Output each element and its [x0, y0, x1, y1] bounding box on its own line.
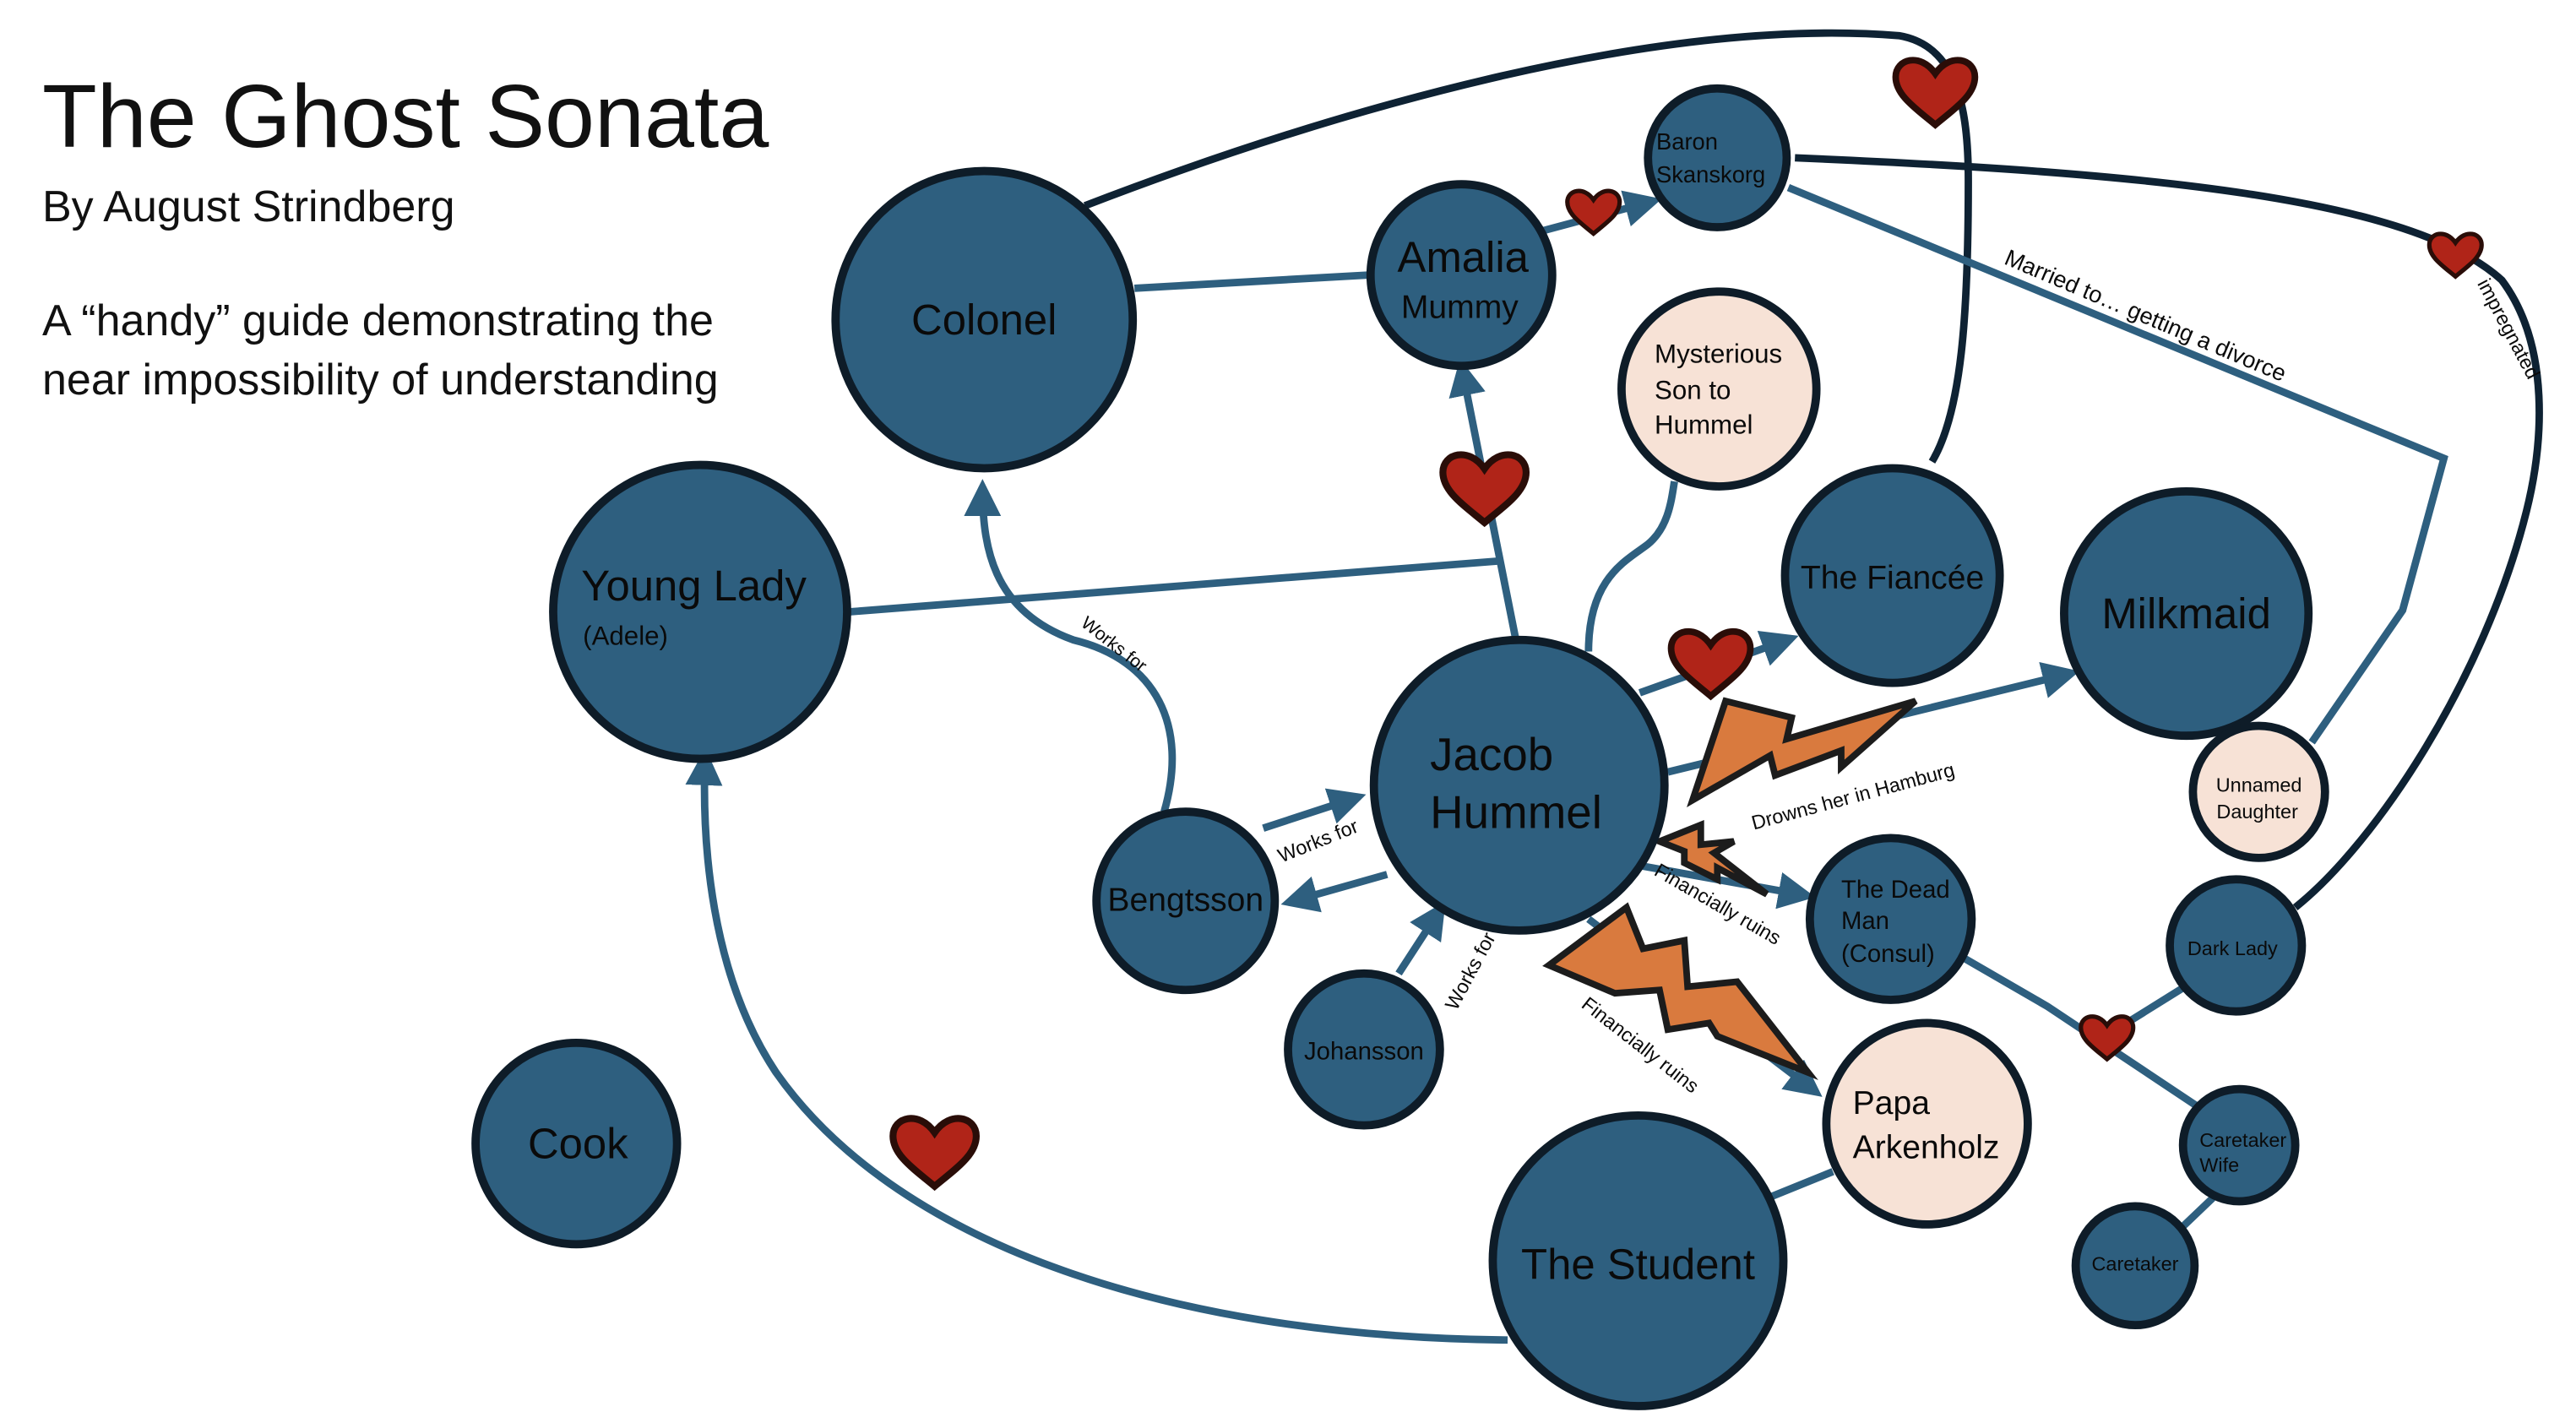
lightning-icon	[1687, 697, 1918, 807]
heart-icon	[2079, 1014, 2136, 1062]
node-label: Amalia	[1398, 233, 1530, 281]
node-sublabel: Mummy	[1401, 290, 1519, 326]
node-caretaker-wife: Caretaker Wife	[2178, 1084, 2300, 1206]
lightning-icon	[1650, 819, 1769, 898]
node-dark-lady: Dark Lady	[2166, 875, 2307, 1016]
heart-icon	[1565, 188, 1622, 236]
edge-younglady-hummel	[848, 557, 1503, 616]
lightning-icon	[1542, 902, 1818, 1081]
node-label: Skanskorg	[1656, 161, 1765, 187]
node-label: The Student	[1521, 1240, 1755, 1288]
edge-colonel-amalia	[1133, 271, 1368, 292]
node-label: Arkenholz	[1853, 1130, 2000, 1166]
heart-icon	[1892, 57, 1979, 129]
heart-icon	[1667, 627, 1754, 701]
node-label: Wife	[2199, 1154, 2239, 1176]
edge-bengtsson-colonel	[964, 479, 1177, 813]
edge-hummel-deadman	[1642, 862, 1816, 910]
edge-johansson-hummel	[1395, 901, 1446, 976]
edge-student-papa	[1770, 1168, 1834, 1200]
node-young-lady: Young Lady (Adele)	[549, 460, 851, 763]
edge-hummel-mysterious	[1584, 481, 1678, 652]
node-label: Johansson	[1304, 1037, 1424, 1065]
description-line-1: A “handy” guide demonstrating the	[42, 296, 714, 345]
edge-baron-unnamed	[1786, 184, 2448, 745]
node-label: Caretaker	[2091, 1253, 2178, 1275]
node-label: The Dead	[1841, 876, 1950, 904]
heart-icon	[2427, 231, 2484, 280]
node-label: Mysterious	[1655, 339, 1782, 368]
node-mysterious-son: Mysterious Son to Hummel	[1617, 287, 1821, 491]
node-baron-skanskorg: Baron Skanskorg	[1644, 84, 1791, 231]
diagram-title: The Ghost Sonata	[42, 67, 769, 166]
node-label: Milkmaid	[2101, 589, 2271, 638]
edge-bengtsson-hummel	[1262, 788, 1367, 832]
heart-icon	[889, 1115, 980, 1192]
node-papa-arkenholz: Papa Arkenholz	[1822, 1018, 2032, 1229]
node-label: Hummel	[1655, 410, 1753, 439]
node-amalia: Amalia Mummy	[1366, 180, 1557, 371]
node-student: The Student	[1488, 1111, 1788, 1410]
edge-hummel-bengtsson	[1280, 871, 1389, 913]
node-label: Son to	[1655, 375, 1731, 405]
node-bengtsson: Bengtsson	[1092, 807, 1280, 995]
author-byline: By August Strindberg	[42, 182, 455, 231]
edge-student-younglady	[685, 747, 1508, 1344]
node-label: Jacob	[1430, 728, 1553, 780]
node-label: Daughter	[2216, 801, 2298, 823]
description-line-2: near impossibility of understanding	[42, 356, 719, 405]
node-label: Unnamed	[2216, 774, 2302, 796]
node-label: Young Lady	[581, 562, 807, 610]
node-label: Cook	[528, 1120, 628, 1168]
node-label: Colonel	[911, 296, 1057, 344]
node-sublabel: (Adele)	[583, 622, 668, 651]
node-label: Dark Lady	[2187, 937, 2278, 959]
node-johansson: Johansson	[1284, 969, 1444, 1130]
node-label: Caretaker	[2199, 1129, 2286, 1151]
node-unnamed-daughter: Unnamed Daughter	[2188, 721, 2329, 862]
node-cook: Cook	[471, 1038, 682, 1249]
edge-baron-darklady	[1795, 154, 2543, 910]
node-colonel: Colonel	[831, 166, 1138, 473]
node-fiancee: The Fiancée	[1780, 464, 2004, 687]
edge-deadman-caretakerwife	[1951, 948, 2224, 1126]
node-dead-man: The Dead Man (Consul)	[1805, 834, 1976, 1004]
node-label: (Consul)	[1841, 940, 1935, 968]
node-label: Man	[1841, 907, 1889, 935]
node-label: Papa	[1853, 1085, 1931, 1121]
node-milkmaid: Milkmaid	[2060, 486, 2313, 741]
node-caretaker: Caretaker	[2071, 1202, 2199, 1330]
heart-icon	[1439, 451, 1530, 528]
edge-label-works-for-johansson: Works for	[1441, 928, 1500, 1013]
node-label: Baron	[1656, 128, 1718, 155]
edge-colonel-fiancee	[1083, 29, 1972, 464]
node-label: Hummel	[1430, 786, 1602, 839]
edge-label-married: Married to… getting a divorce	[2001, 244, 2290, 387]
node-jacob-hummel: Jacob Hummel	[1369, 635, 1669, 935]
node-label: Bengtsson	[1107, 882, 1264, 918]
node-label: The Fiancée	[1801, 560, 1984, 596]
